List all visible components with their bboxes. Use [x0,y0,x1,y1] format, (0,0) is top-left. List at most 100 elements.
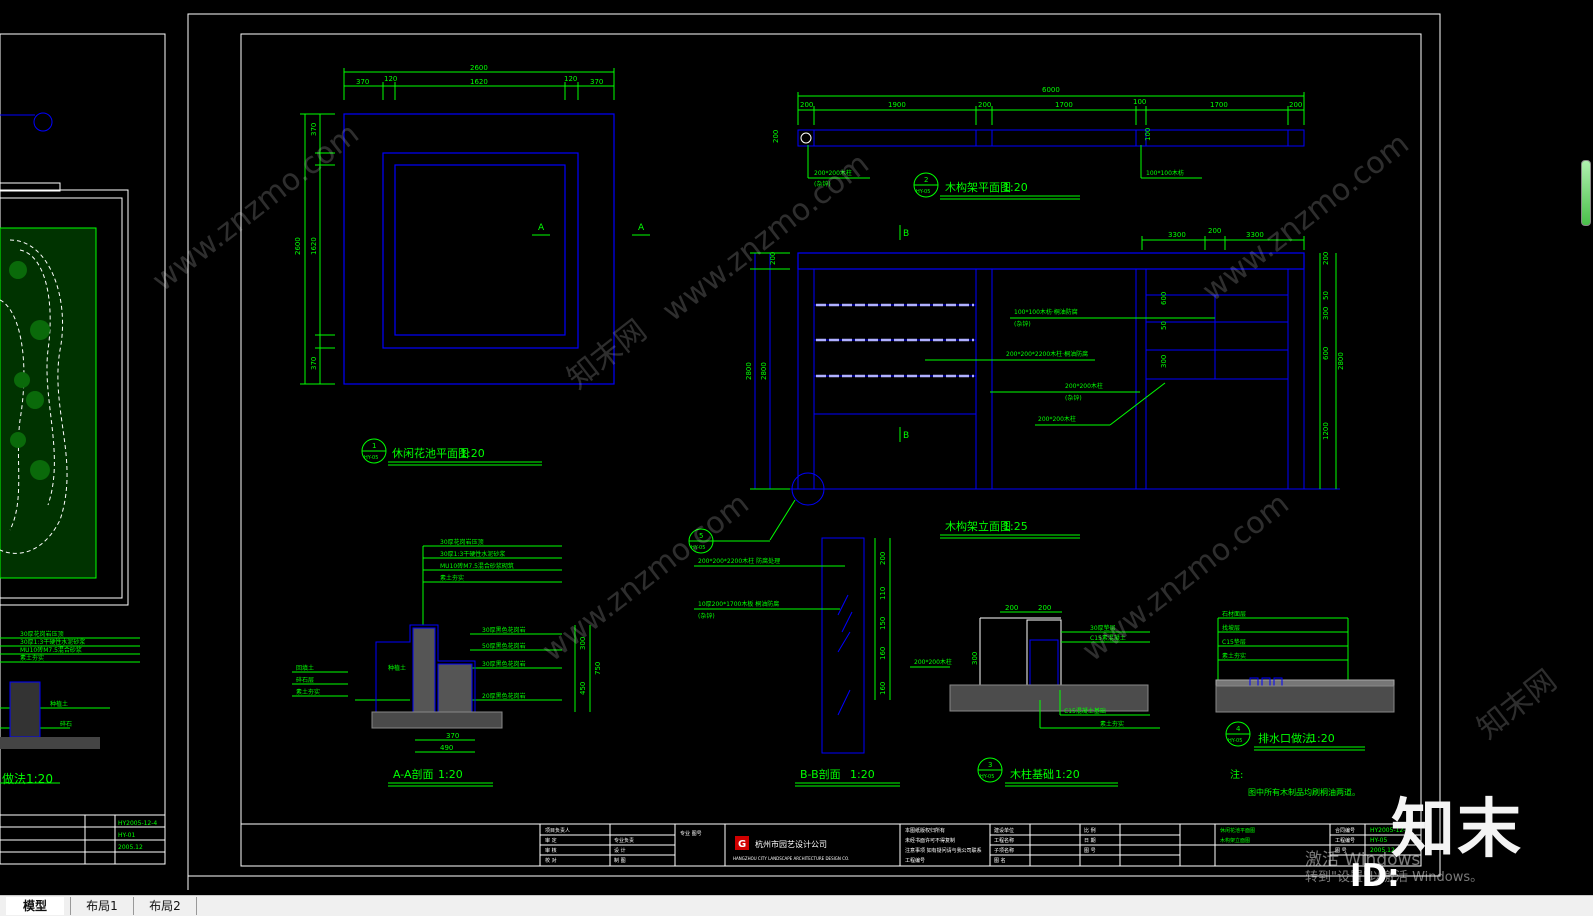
svg-text:(杂锌): (杂锌) [814,180,831,188]
drain-detail-title: 排水口做法 [1258,731,1313,745]
svg-text:2800: 2800 [760,362,768,380]
sheet-inner-frame [240,33,1422,867]
svg-text:A: A [638,223,645,233]
svg-text:本图纸版权归所有: 本图纸版权归所有 [905,827,945,834]
svg-text:3: 3 [988,761,992,769]
svg-text:HY-05: HY-05 [364,455,378,461]
sheet-number: HY-05 [1370,837,1387,844]
resource-id-label: ID: 1141987590 [1350,858,1566,895]
svg-text:200*200*2200木柱·桐油防腐: 200*200*2200木柱·桐油防腐 [1006,350,1088,358]
notes-text: 图中所有木制品均刷桐油两道。 [1248,787,1360,797]
svg-text:素土夯实: 素土夯实 [440,574,464,582]
svg-text:图 名: 图 名 [994,857,1006,864]
svg-text:120: 120 [564,75,577,83]
svg-text:HY-05: HY-05 [1228,738,1242,744]
left-date: 2005.12 [118,844,143,851]
svg-text:100*100木枋·桐油防腐: 100*100木枋·桐油防腐 [1014,308,1078,316]
svg-text:450: 450 [579,682,587,695]
svg-text:B: B [903,431,909,441]
svg-text:200*200木柱: 200*200木柱 [814,169,852,177]
svg-text:1:20: 1:20 [438,768,463,781]
svg-text:素土夯实: 素土夯实 [296,688,320,696]
svg-text:1700: 1700 [1210,101,1228,109]
notes-label: 注: [1230,768,1243,781]
svg-text:工程名称: 工程名称 [994,837,1014,844]
svg-text:2800: 2800 [1337,352,1345,370]
svg-text:碎石层: 碎石层 [296,676,314,684]
activate-windows-text: 激活 Windows [1305,850,1421,870]
svg-text:300: 300 [1322,307,1330,320]
svg-text:回填土: 回填土 [296,664,314,672]
pergola-plan: 6000 200 1900 200 1700 100 1700 200 200 … [772,86,1305,200]
svg-text:160: 160 [879,682,887,695]
svg-text:30厚黑色花岗岩: 30厚黑色花岗岩 [482,660,526,668]
svg-text:1:25: 1:25 [1003,520,1028,533]
svg-text:300: 300 [579,637,587,650]
svg-text:600: 600 [1160,292,1168,305]
section-aa-title: A-A剖面 [393,767,434,781]
svg-text:100*100木枋: 100*100木枋 [1146,169,1184,177]
svg-text:370: 370 [590,78,603,86]
pergola-plan-title: 木构架平面图 [945,180,1011,194]
svg-text:3300: 3300 [1246,231,1264,239]
svg-text:30厚黑色花岗岩: 30厚黑色花岗岩 [482,626,526,634]
svg-text:370: 370 [356,78,369,86]
tab-layout2[interactable]: 布局2 [134,897,197,915]
company-name: 杭州市园艺设计公司 [755,839,827,849]
section-aa: 30厚花岗岩压顶 30厚1:3干硬性水泥砂浆 MU10砖M7.5混合砂浆砌筑 素… [292,538,602,787]
sheet-outer-frame [187,13,1441,877]
planter-plan-title: 休闲花池平面图 [392,446,469,460]
svg-text:图 号: 图 号 [1084,848,1096,854]
svg-text:1:20: 1:20 [850,768,875,781]
post-footing: 200 200 300 30厚垫层 C15素混凝土 C15混凝土基础 素土夯实 … [949,604,1160,787]
svg-text:1620: 1620 [470,78,488,86]
svg-text:1700: 1700 [1055,101,1073,109]
svg-text:200: 200 [879,552,887,565]
svg-text:1:20: 1:20 [1003,181,1028,194]
tab-model[interactable]: 模型 [6,897,64,915]
svg-text:找坡层: 找坡层 [1222,624,1240,632]
svg-text:C15垫层: C15垫层 [1222,638,1246,646]
svg-text:100: 100 [1133,98,1146,106]
svg-text:2600: 2600 [470,64,488,72]
svg-text:合同编号: 合同编号 [1335,827,1355,834]
svg-text:300: 300 [971,652,979,665]
post-footing-title: 木柱基础 [1010,767,1054,781]
svg-text:MU10砖M7.5混合砂浆: MU10砖M7.5混合砂浆 [20,646,82,654]
svg-text:50厚黑色花岗岩: 50厚黑色花岗岩 [482,642,526,650]
svg-text:200: 200 [800,101,813,109]
svg-text:150: 150 [879,617,887,630]
svg-text:HANGZHOU CITY LANDSCAPE ARCHIT: HANGZHOU CITY LANDSCAPE ARCHITECTURE DES… [733,856,849,861]
svg-text:石材面层: 石材面层 [1222,610,1246,618]
svg-text:160: 160 [879,647,887,660]
svg-text:1200: 1200 [1322,422,1330,440]
vertical-scroll-thumb[interactable] [1581,160,1591,226]
svg-text:工程编号: 工程编号 [1335,837,1355,844]
svg-text:30厚花岗岩压顶: 30厚花岗岩压顶 [440,538,484,546]
svg-text:审 核: 审 核 [545,847,557,854]
svg-text:50: 50 [1322,291,1330,300]
pergola-elevation-title: 木构架立面图 [945,519,1011,533]
svg-text:(杂锌): (杂锌) [698,612,715,620]
activate-windows-subtext: 转到"设置"以激活 Windows。 [1305,870,1484,885]
svg-text:G: G [738,839,746,850]
svg-text:图 号: 图 号 [1335,848,1347,854]
drawing-date: 2005.12 [1370,847,1395,854]
svg-text:1:20: 1:20 [1310,732,1335,745]
svg-text:200: 200 [769,252,777,265]
svg-text:制 图: 制 图 [614,857,626,864]
tab-layout1[interactable]: 布局1 [70,897,134,915]
svg-text:2600: 2600 [294,237,302,255]
svg-text:200: 200 [1208,227,1221,235]
svg-text:3300: 3300 [1168,231,1186,239]
svg-text:HY-05: HY-05 [980,774,994,780]
svg-text:设 计: 设 计 [614,847,626,854]
svg-text:200: 200 [1322,252,1330,265]
pergola-elevation: B B 200 2800 2800 3300 200 3300 [688,225,1345,554]
left-detail-title: 做法 [2,771,26,786]
svg-text:10厚200*1700木板 桐油防腐: 10厚200*1700木板 桐油防腐 [698,600,779,608]
svg-text:1900: 1900 [888,101,906,109]
svg-text:种植土: 种植土 [50,700,68,708]
svg-text:未经书面许可不得复制: 未经书面许可不得复制 [905,837,955,844]
